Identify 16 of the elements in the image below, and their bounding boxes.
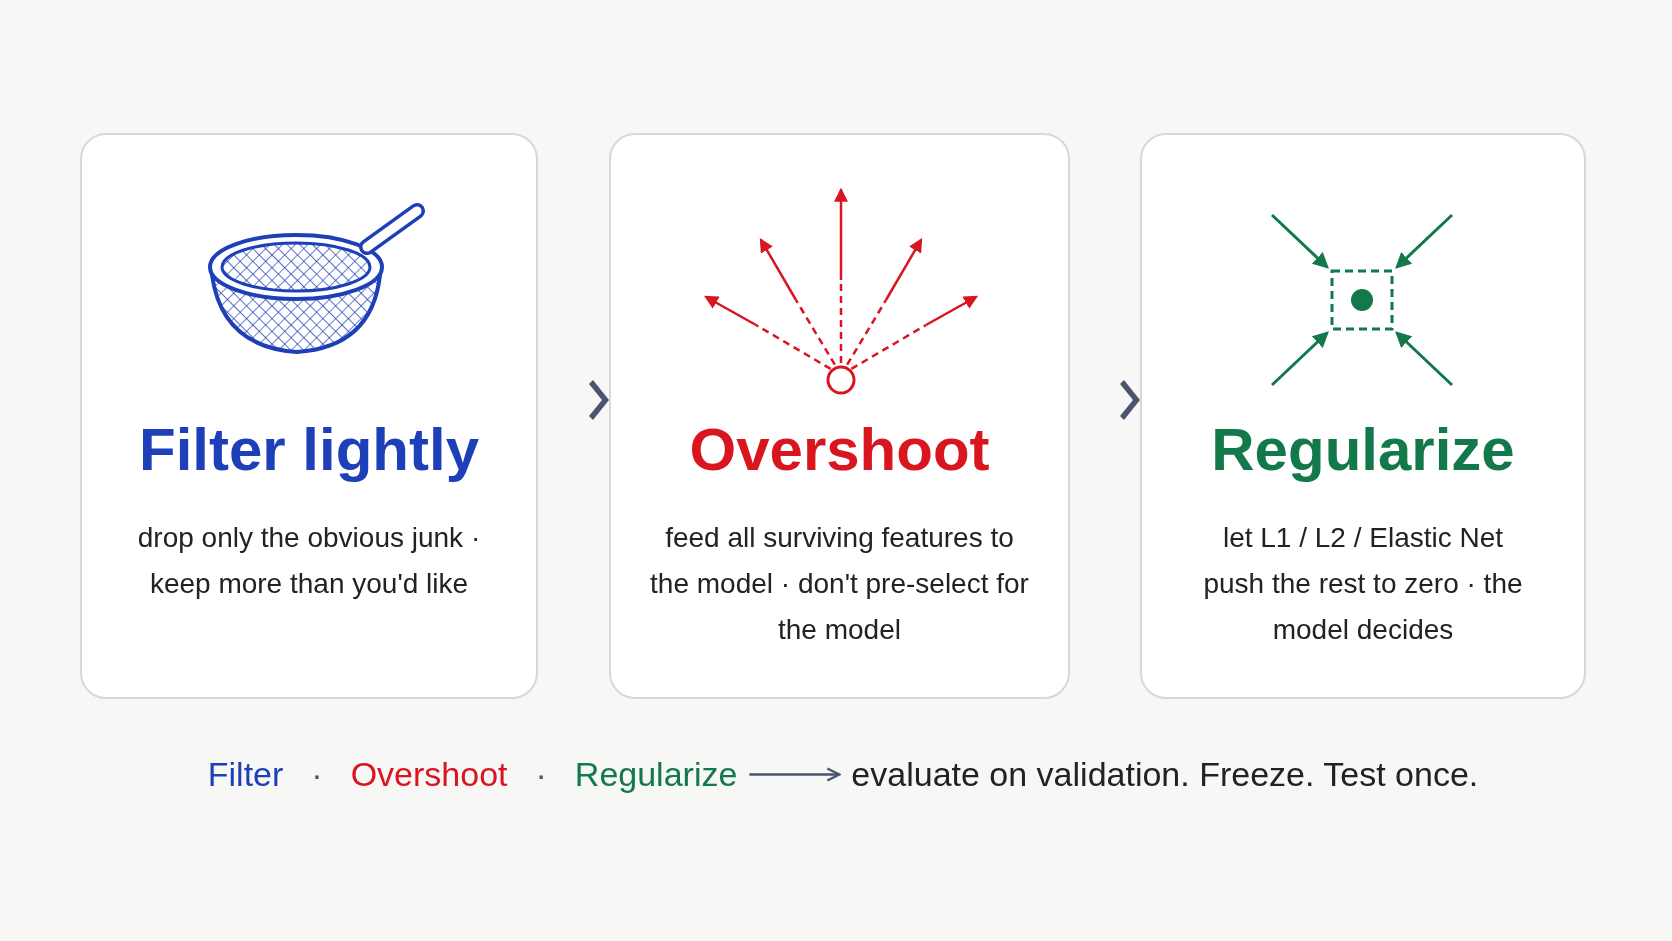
step-title: Overshoot [689,415,990,484]
summary-step-text: Filter [207,755,284,794]
summary-step-text: Overshoot [350,755,508,794]
separator-dot: · [311,755,323,794]
summary-text: evaluate on validation. Freeze. Test once. [851,755,1479,794]
step-description: feed all surviving features to the model · don't pre-select for the model [649,521,1030,647]
summary-step-text: Regularize [574,755,738,794]
arrow [749,767,841,782]
step-title: Regularize [1211,415,1515,484]
step-card [609,133,1070,699]
separator-dot: · [535,755,547,794]
step-card [1140,133,1586,699]
step-description: let L1 / L2 / Elastic Net push the rest to zero · the model decides [1202,521,1524,647]
step-description: drop only the obvious junk · keep more than you'd like [136,521,482,601]
step-title: Filter lightly [139,415,479,484]
step-card [80,133,538,699]
